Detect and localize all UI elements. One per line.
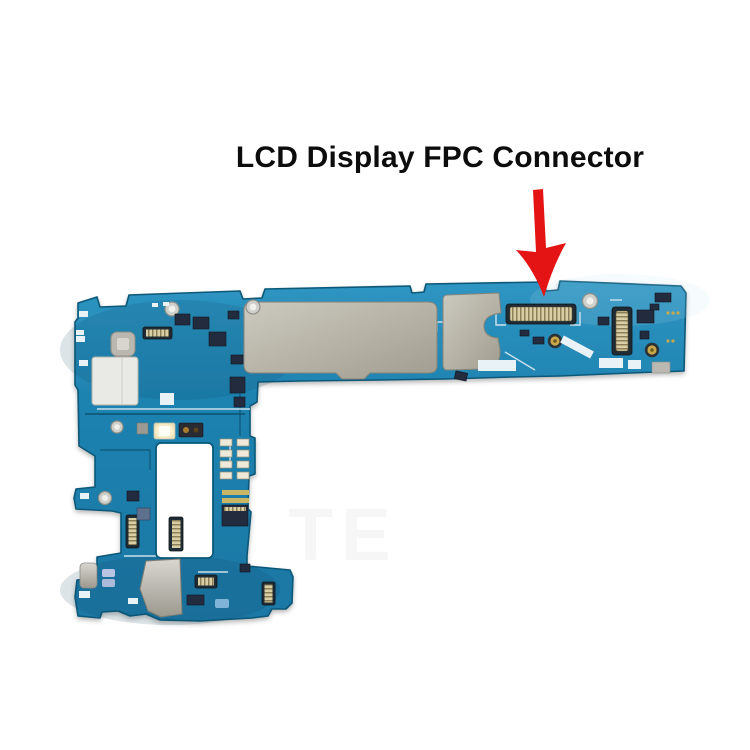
screw-hole: [97, 490, 113, 506]
smd-components-center: [453, 329, 594, 382]
small-fpc-socket: [194, 574, 218, 589]
smd-components-top-left: [76, 302, 246, 408]
board-to-board-connector: [168, 516, 184, 552]
screw-holes: [97, 292, 599, 506]
camera-socket: [110, 331, 136, 357]
watermark: TE: [288, 493, 399, 576]
pcb-board-outline: [73, 280, 687, 622]
screw-hole: [110, 420, 124, 434]
screw-hole: [245, 299, 261, 315]
pcb-cutout-window: [155, 442, 214, 559]
annotation-label: LCD Display FPC Connector: [235, 141, 645, 174]
smd-components-right: [597, 292, 680, 374]
board-to-board-connector: [125, 514, 140, 549]
screw-hole: [581, 292, 599, 310]
antenna-connector: [547, 333, 563, 349]
smd-components-left-arm: [76, 330, 250, 527]
smd-components-bottom: [79, 562, 251, 608]
sim-card-reader: [91, 356, 139, 406]
lcd-fpc-connector: [505, 303, 577, 325]
emi-shield-large: [243, 301, 438, 380]
board-to-board-connector: [261, 581, 276, 606]
annotation-arrow: [516, 189, 566, 297]
antenna-connector: [644, 342, 660, 358]
emi-shield-bottom: [139, 558, 183, 618]
proximity-sensor: [178, 422, 204, 438]
side-fpc-connector: [611, 306, 633, 356]
camera-flash-led: [153, 422, 176, 440]
small-fpc-socket: [142, 326, 173, 340]
